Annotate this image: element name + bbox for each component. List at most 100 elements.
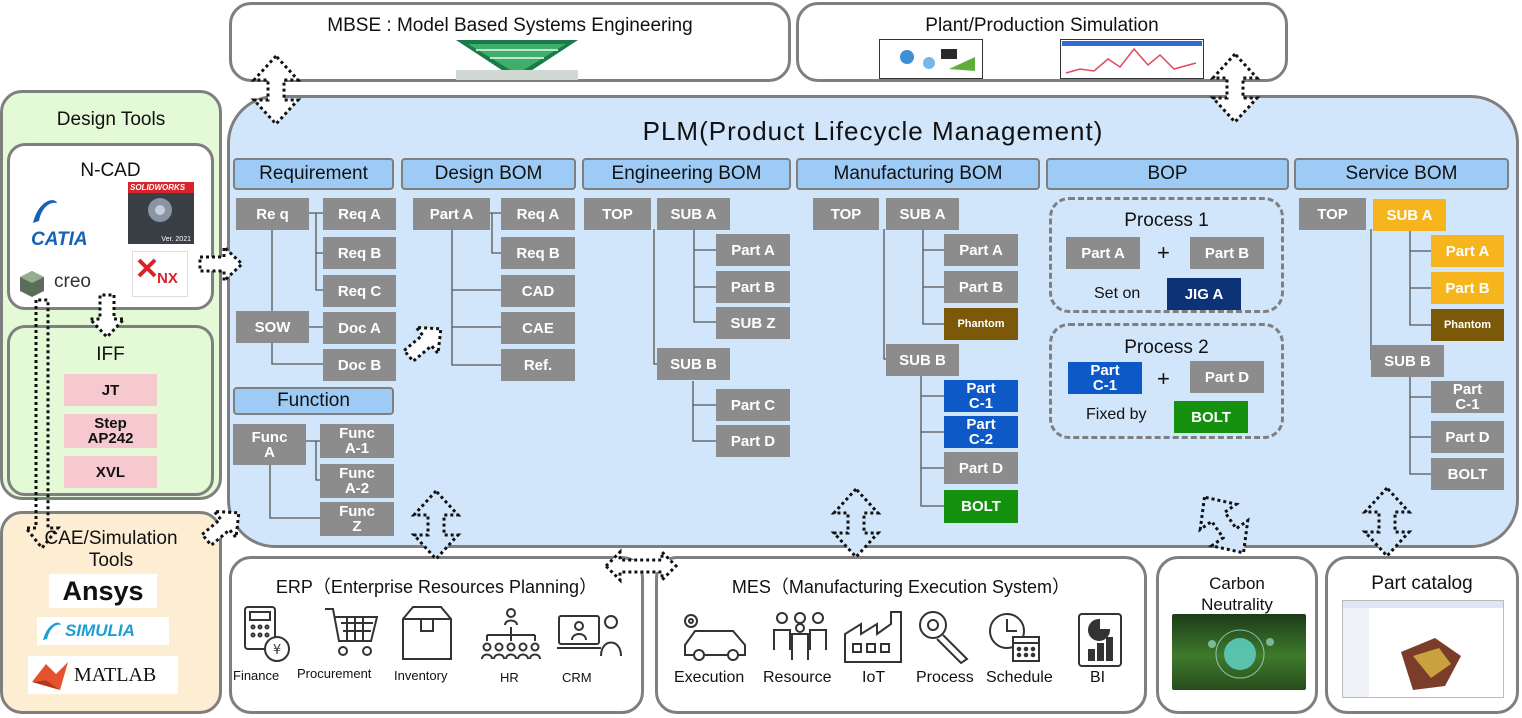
cae-title: CAE/Simulation Tools <box>44 528 178 571</box>
catalog-part-render <box>1401 638 1461 690</box>
dbom-req-b: Req B <box>501 237 575 269</box>
mbom-part-d: Part D <box>944 452 1018 484</box>
simulia-logo: SIMULIA <box>37 617 169 645</box>
req-item-c: Req C <box>323 275 396 307</box>
catalog-screenshot <box>1342 600 1504 698</box>
mbom-part-c1: Part C-1 <box>944 380 1018 412</box>
dbom-cad: CAD <box>501 275 575 307</box>
bop-process1-plus: + <box>1157 240 1170 265</box>
matlab-membrane-icon <box>32 662 68 690</box>
bop-process2-label: Fixed by <box>1086 406 1147 423</box>
mes-label-schedule: Schedule <box>986 669 1053 686</box>
process-wrench-icon <box>919 611 969 665</box>
bop-jig-a: JIG A <box>1167 278 1241 310</box>
plant-layout-screenshot <box>879 39 983 79</box>
bop-process2-part-d: Part D <box>1190 361 1264 393</box>
mes-label-resource: Resource <box>763 669 832 686</box>
func-item-a2: Func A-2 <box>320 464 394 498</box>
catalog-title: Part catalog <box>1371 573 1473 594</box>
schedule-icon <box>989 613 1040 662</box>
mbom-sub-b: SUB B <box>886 344 959 376</box>
matlab-logo: MATLAB <box>28 656 178 694</box>
resource-icon <box>773 612 827 660</box>
catia-label: CATIA <box>31 229 88 250</box>
solidworks-label: SOLIDWORKS <box>128 182 194 193</box>
finance-icon: ¥ <box>244 606 290 662</box>
solidworks-version: Ver. 2021 <box>161 236 191 243</box>
req-item-a: Req A <box>323 198 396 230</box>
req-root: Re q <box>236 198 309 230</box>
creo-logo: creo <box>18 268 118 298</box>
mbom-part-c2: Part C-2 <box>944 416 1018 448</box>
mbse-v-model-graphic <box>456 40 578 80</box>
header-engineering-bom: Engineering BOM <box>582 158 791 190</box>
sbom-part-b: Part B <box>1431 272 1504 304</box>
req-doc-a: Doc A <box>323 312 396 344</box>
mbom-part-a: Part A <box>944 234 1018 266</box>
mbom-phantom: Phantom <box>944 308 1018 340</box>
mbom-top: TOP <box>813 198 879 230</box>
dbom-cae: CAE <box>501 312 575 344</box>
erp-label-hr: HR <box>500 670 519 685</box>
bop-process2-part-c1: Part C-1 <box>1068 362 1142 394</box>
bop-process2-plus: + <box>1157 366 1170 391</box>
catia-logo: CATIA <box>25 195 103 253</box>
ebom-part-d: Part D <box>716 425 790 457</box>
mes-label-iot: IoT <box>862 669 886 686</box>
sbom-part-c1: Part C-1 <box>1431 381 1504 413</box>
iot-factory-icon <box>844 611 902 663</box>
bop-process2-title: Process 2 <box>1124 337 1209 358</box>
bop-process1-label: Set on <box>1094 285 1141 302</box>
ebom-sub-b: SUB B <box>657 348 730 380</box>
ncad-title: N-CAD <box>80 160 141 181</box>
sbom-part-d: Part D <box>1431 421 1504 453</box>
hr-icon <box>481 608 541 660</box>
bi-chart-icon <box>1078 613 1122 667</box>
carbon-image <box>1172 614 1306 690</box>
bop-bolt: BOLT <box>1174 401 1248 433</box>
dbom-req-a: Req A <box>501 198 575 230</box>
dbom-root: Part A <box>413 198 490 230</box>
erp-label-crm: CRM <box>562 670 592 685</box>
bop-process2-group <box>1049 323 1284 439</box>
func-item-a1: Func A-1 <box>320 424 394 458</box>
mbom-bolt: BOLT <box>944 490 1018 523</box>
ebom-sub-a: SUB A <box>657 198 730 230</box>
header-service-bom: Service BOM <box>1294 158 1509 190</box>
mes-label-process: Process <box>916 669 974 686</box>
crm-icon <box>557 615 622 657</box>
nx-logo: NX <box>132 251 188 297</box>
erp-label-finance: Finance <box>233 668 280 683</box>
mbom-sub-a: SUB A <box>886 198 959 230</box>
ebom-top: TOP <box>584 198 651 230</box>
erp-title: ERP（Enterprise Resources Planning） <box>275 577 598 597</box>
iff-format-step: Step AP242 <box>64 414 157 448</box>
sbom-top: TOP <box>1299 198 1366 230</box>
simulia-label: SIMULIA <box>65 621 135 640</box>
sbom-part-a: Part A <box>1431 235 1504 267</box>
design-tools-title: Design Tools <box>56 109 166 130</box>
nx-label: NX <box>157 270 178 287</box>
solidworks-logo: SOLIDWORKS Ver. 2021 <box>128 182 194 244</box>
iff-format-xvl: XVL <box>64 456 157 488</box>
execution-icon <box>684 614 746 661</box>
mbse-title: MBSE : Model Based Systems Engineering <box>327 15 693 36</box>
co2-globe-icon <box>1208 629 1274 679</box>
catia-ds-icon <box>33 200 57 223</box>
plant-title: Plant/Production Simulation <box>925 15 1159 36</box>
carbon-title: Carbon Neutrality <box>1201 574 1273 614</box>
mes-label-execution: Execution <box>674 669 745 686</box>
func-item-z: Func Z <box>320 502 394 536</box>
plant-panel: Plant/Production Simulation <box>796 2 1288 82</box>
header-requirement: Requirement <box>233 158 394 190</box>
sbom-phantom: Phantom <box>1431 309 1504 341</box>
sbom-bolt: BOLT <box>1431 458 1504 490</box>
iff-title: IFF <box>96 344 125 365</box>
header-function: Function <box>233 387 394 415</box>
matlab-label: MATLAB <box>74 664 157 686</box>
dbom-ref: Ref. <box>501 349 575 381</box>
plant-chart-screenshot <box>1060 39 1204 79</box>
inventory-icon <box>402 606 452 660</box>
mbom-part-b: Part B <box>944 271 1018 303</box>
req-sow: SOW <box>236 311 309 343</box>
